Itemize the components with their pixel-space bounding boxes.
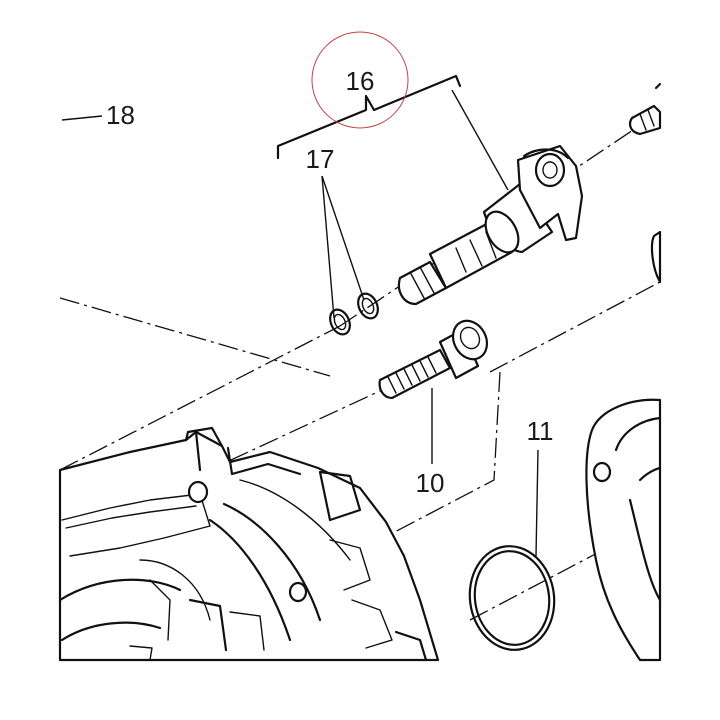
callout-10: 10: [416, 468, 445, 498]
rings-part-17: [329, 292, 379, 336]
bolt-part-10: [378, 319, 489, 400]
callout-11: 11: [527, 416, 554, 446]
callout-16-highlight-circle: [311, 31, 409, 129]
callout-18: 18: [106, 100, 135, 130]
shaft-assembly-part-16: [397, 82, 662, 306]
o-ring-part-11: [468, 545, 556, 651]
callout-16: 16: [346, 66, 375, 96]
leader-lines: [61, 74, 539, 557]
housing-casting: [58, 426, 440, 662]
callout-17: 17: [306, 144, 335, 174]
cover-plate: [585, 230, 662, 662]
